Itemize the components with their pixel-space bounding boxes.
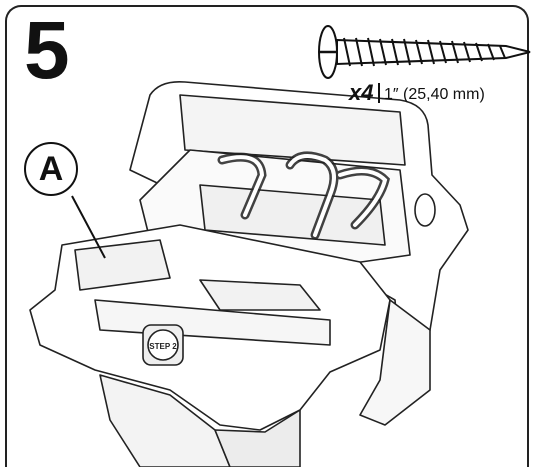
- screw-size: 1″ (25,40 mm): [383, 86, 485, 103]
- step-stamp-label: STEP 2: [149, 342, 177, 351]
- hardware-quantity-label: x4 1″ (25,40 mm): [349, 80, 485, 106]
- step-number: 5: [24, 5, 70, 96]
- divider: [378, 83, 380, 103]
- screw-icon: [318, 25, 531, 79]
- callout-marker: A: [24, 142, 78, 196]
- screw-count: x4: [349, 80, 374, 105]
- callout-label: A: [38, 149, 64, 188]
